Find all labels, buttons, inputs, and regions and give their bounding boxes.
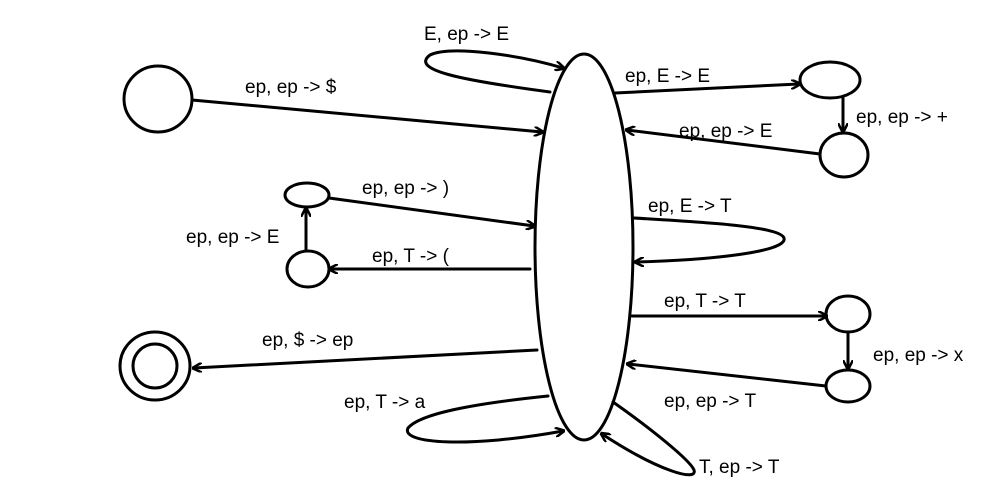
transition-label: ep, ep -> + (856, 107, 948, 128)
accept-state (118, 330, 192, 402)
transition-label: ep, ep -> ) (362, 178, 449, 199)
paren-state-a (283, 181, 331, 209)
transition-label: ep, $ -> ep (262, 330, 353, 351)
transition-label: E, ep -> E (424, 24, 509, 45)
transition-plus-b-to-loop: ep, ep -> E (627, 121, 822, 156)
transition-start-to-loop: ep, ep -> $ (190, 77, 542, 132)
transition-label: ep, ep -> E (679, 121, 772, 142)
transition-self-loop-top: E, ep -> E (424, 24, 563, 94)
transition-label: ep, E -> T (648, 196, 732, 217)
times-state-a (824, 294, 872, 334)
transition-loop-to-accept: ep, $ -> ep (194, 330, 539, 368)
transition-label: ep, T -> a (344, 392, 426, 413)
transition-label: ep, ep -> $ (245, 77, 337, 98)
transition-plus-a-to-plus-b: ep, ep -> + (843, 96, 948, 131)
transition-times-b-to-loop: ep, ep -> T (628, 364, 828, 412)
transition-label: ep, E -> E (625, 66, 710, 87)
transition-self-loop-right: ep, E -> T (632, 196, 786, 262)
transition-loop-to-plus-a: ep, E -> E (613, 66, 799, 95)
transition-label: ep, ep -> T (664, 391, 756, 412)
plus-state-b (818, 131, 870, 179)
transition-times-a-to-times-b: ep, ep -> x (848, 330, 964, 368)
transition-paren-a-to-loop: ep, ep -> ) (327, 178, 534, 226)
transition-label: ep, ep -> E (186, 227, 279, 248)
transition-loop-to-paren-b: ep, T -> ( (330, 246, 532, 269)
transition-label: ep, ep -> x (873, 345, 964, 366)
start-state (122, 64, 194, 134)
transition-loop-to-times-a: ep, T -> T (630, 291, 826, 316)
transition-label: ep, T -> T (664, 291, 746, 312)
plus-state-a (798, 60, 862, 100)
transition-paren-b-to-paren-a: ep, ep -> E (186, 209, 306, 253)
times-state-b (824, 368, 872, 404)
transition-label: T, ep -> T (699, 457, 780, 478)
transition-self-loop-bottom-right: T, ep -> T (602, 400, 780, 478)
main-loop-state (533, 52, 635, 442)
transition-label: ep, T -> ( (372, 246, 450, 267)
transition-self-loop-bottom-left: ep, T -> a (344, 392, 563, 444)
paren-state-b (285, 249, 331, 289)
